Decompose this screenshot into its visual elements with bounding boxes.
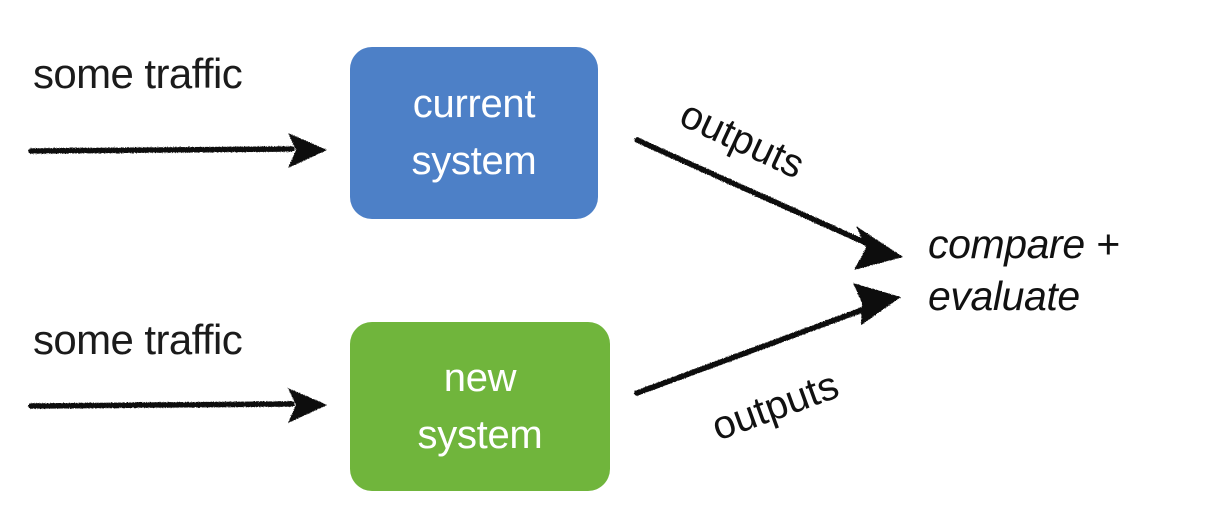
new-system-node[interactable]: new system [350,322,610,491]
new-system-label-line2: system [417,412,543,457]
current-system-node[interactable]: current system [350,47,598,219]
current-system-label-line1: current [412,82,536,127]
compare-line: compare + [928,221,1120,267]
current-system-label-line2: system [411,139,537,183]
arrow-new-system-to-compare [634,283,901,396]
traffic-label-top: some traffic [33,50,243,97]
traffic-label-bottom: some traffic [33,316,243,363]
outputs-label-bottom: outputs [706,363,845,450]
compare-evaluate-label: compare + evaluate [928,218,1120,322]
evaluate-line: evaluate [928,273,1080,320]
new-system-label-line1: new [443,355,517,400]
arrow-traffic-to-new-system [28,388,327,423]
arrow-traffic-to-current-system [28,133,327,168]
outputs-label-top: outputs [673,92,811,188]
